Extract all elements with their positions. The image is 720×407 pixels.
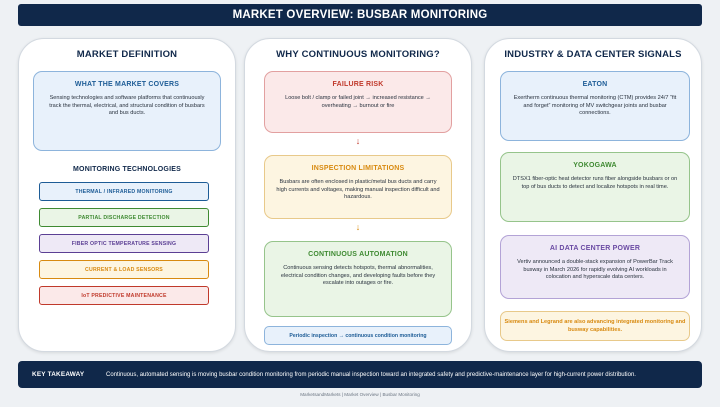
- continuous-automation-body: Continuous sensing detects hotspots, the…: [280, 265, 436, 287]
- arrow-down-icon: ↓: [355, 222, 361, 232]
- tech-current-load: CURRENT & LOAD SENSORS: [39, 260, 209, 279]
- siemens-legrand-note: Siemens and Legrand are also advancing i…: [500, 311, 690, 341]
- inspection-limitations-card: INSPECTION LIMITATIONS Busbars are often…: [264, 155, 452, 219]
- industry-signals-heading: INDUSTRY & DATA CENTER SIGNALS: [504, 49, 682, 60]
- failure-risk-card: FAILURE RISK Loose bolt / clamp or faile…: [264, 71, 452, 133]
- market-covers-card: WHAT THE MARKET COVERS Sensing technolog…: [33, 71, 221, 151]
- key-takeaway-text: Continuous, automated sensing is moving …: [106, 371, 636, 378]
- page-title: MARKET OVERVIEW: BUSBAR MONITORING: [18, 4, 702, 26]
- inspection-to-monitoring-banner: Periodic inspection → continuous conditi…: [264, 326, 452, 345]
- eaton-body: Exertherm continuous thermal monitoring …: [513, 95, 677, 117]
- tech-fiber-optic: FIBER OPTIC TEMPERATURE SENSING: [39, 234, 209, 253]
- tech-thermal-infrared: THERMAL / INFRARED MONITORING: [39, 182, 209, 201]
- market-definition-panel: MARKET DEFINITION WHAT THE MARKET COVERS…: [18, 38, 236, 352]
- inspection-limitations-body: Busbars are often enclosed in plastic/me…: [276, 179, 440, 201]
- eaton-card: EATON Exertherm continuous thermal monit…: [500, 71, 690, 141]
- footer-credit: MarketsandMarkets | Market Overview | Bu…: [300, 392, 420, 397]
- ai-data-center-heading: AI DATA CENTER POWER: [549, 245, 641, 252]
- arrow-down-icon: ↓: [355, 136, 361, 146]
- tech-iot-predictive: IoT PREDICTIVE MAINTENANCE: [39, 286, 209, 305]
- tech-partial-discharge: PARTIAL DISCHARGE DETECTION: [39, 208, 209, 227]
- why-monitoring-heading: WHY CONTINUOUS MONITORING?: [276, 49, 440, 60]
- inspection-limitations-heading: INSPECTION LIMITATIONS: [311, 165, 405, 172]
- ai-data-center-card: AI DATA CENTER POWER Vertiv announced a …: [500, 235, 690, 299]
- why-monitoring-panel: WHY CONTINUOUS MONITORING? FAILURE RISK …: [244, 38, 472, 352]
- failure-risk-body: Loose bolt / clamp or failed joint → inc…: [285, 95, 431, 109]
- key-takeaway-bar: KEY TAKEAWAY Continuous, automated sensi…: [18, 361, 702, 388]
- market-covers-heading: WHAT THE MARKET COVERS: [74, 81, 180, 88]
- continuous-automation-card: CONTINUOUS AUTOMATION Continuous sensing…: [264, 241, 452, 317]
- yokogawa-heading: YOKOGAWA: [573, 162, 617, 169]
- industry-signals-panel: INDUSTRY & DATA CENTER SIGNALS EATON Exe…: [484, 38, 702, 352]
- eaton-heading: EATON: [582, 81, 608, 88]
- key-takeaway-label: KEY TAKEAWAY: [32, 371, 85, 378]
- yokogawa-body: DTSX1 fiber-optic heat detector runs fib…: [512, 176, 678, 190]
- monitoring-technologies-heading: MONITORING TECHNOLOGIES: [73, 166, 181, 173]
- ai-data-center-body: Vertiv announced a double-stack expansio…: [517, 259, 673, 281]
- yokogawa-card: YOKOGAWA DTSX1 fiber-optic heat detector…: [500, 152, 690, 222]
- failure-risk-heading: FAILURE RISK: [332, 81, 384, 88]
- market-definition-heading: MARKET DEFINITION: [76, 49, 178, 60]
- market-covers-body: Sensing technologies and software platfo…: [49, 95, 205, 117]
- continuous-automation-heading: CONTINUOUS AUTOMATION: [308, 251, 408, 258]
